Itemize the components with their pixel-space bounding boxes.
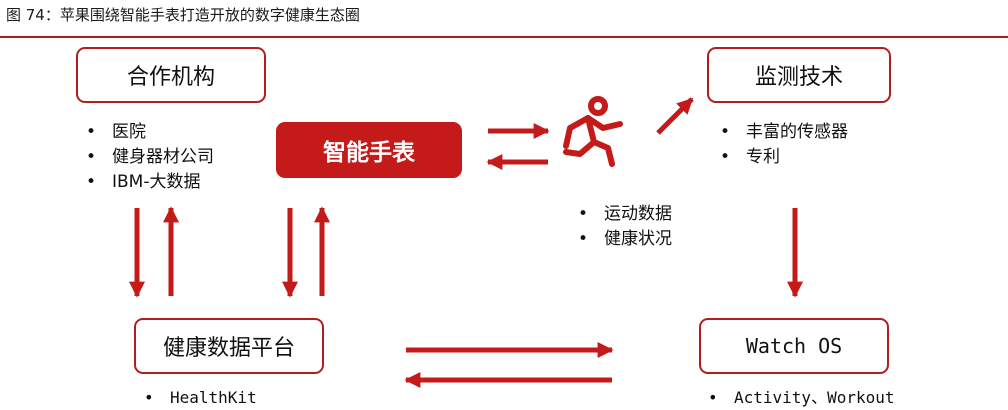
list-item: 医院: [84, 120, 214, 145]
tech-list: 丰富的传感器 专利: [718, 120, 848, 170]
list-item: IBM-大数据: [84, 170, 214, 195]
list-item: 健身器材公司: [84, 145, 214, 170]
runner-list: 运动数据 健康状况: [576, 202, 672, 252]
caption-rule: [0, 36, 1008, 38]
node-watch-os: Watch OS: [699, 318, 889, 374]
list-item: 丰富的传感器: [718, 120, 848, 145]
flow-arrows: [128, 96, 804, 389]
node-smartwatch: 智能手表: [276, 122, 462, 178]
list-item: 健康状况: [576, 227, 672, 252]
arrow-runner-to-tech: [656, 97, 694, 135]
list-item: 专利: [718, 145, 848, 170]
partners-list: 医院 健身器材公司 IBM-大数据: [84, 120, 214, 195]
running-person-icon: [563, 96, 623, 167]
node-partners: 合作机构: [76, 47, 266, 103]
node-tech: 监测技术: [707, 47, 891, 103]
node-health-data-platform: 健康数据平台: [134, 318, 324, 374]
list-item: 运动数据: [576, 202, 672, 227]
figure-caption: 图 74：苹果围绕智能手表打造开放的数字健康生态圈: [6, 6, 360, 24]
